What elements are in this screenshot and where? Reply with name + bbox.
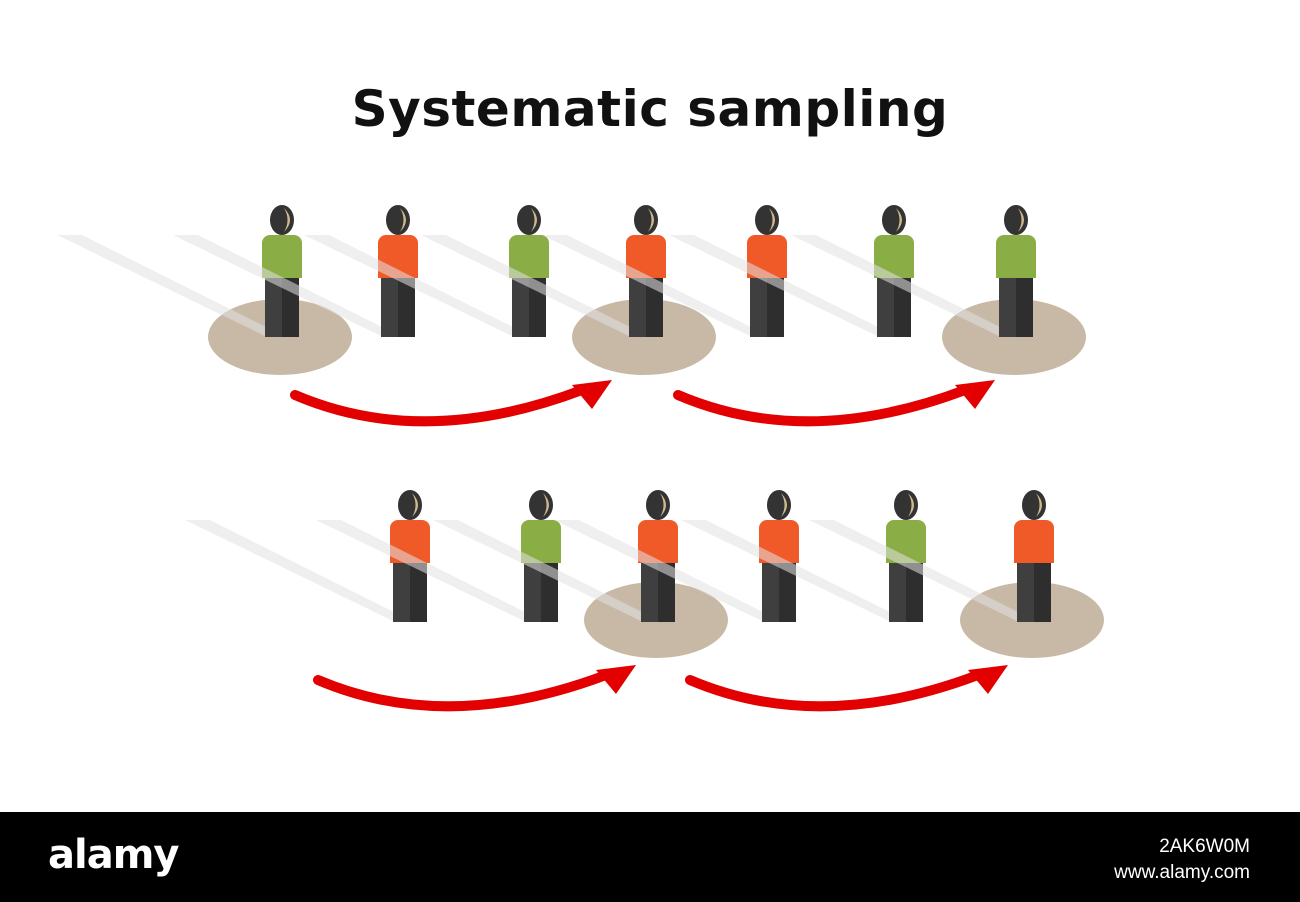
person-face [543, 493, 549, 517]
people-row-2 [185, 490, 1104, 712]
person-face [781, 493, 787, 517]
person-icon [433, 490, 678, 622]
person-legs-shade [779, 562, 796, 622]
person-head [529, 490, 553, 520]
person-head [882, 205, 906, 235]
person-icon [185, 490, 430, 622]
person-shirt-lower [1014, 535, 1054, 563]
person-face [896, 208, 902, 232]
person-shadow [681, 520, 910, 622]
person-legs-shade [658, 562, 675, 622]
person-legs-shade [906, 562, 923, 622]
arrow-curve [313, 670, 611, 712]
person-head [1022, 490, 1046, 520]
arrow-curve [290, 385, 587, 427]
person-face [284, 208, 290, 232]
person-head [270, 205, 294, 235]
person-legs-shade [1016, 277, 1033, 337]
person-legs-shade [646, 277, 663, 337]
person-legs-shade [410, 562, 427, 622]
diagram-canvas: Systematic sampling [57, 80, 1104, 712]
person-head [894, 490, 918, 520]
arrow-icon [673, 380, 995, 427]
image-id: 2AK6W0M [1159, 836, 1250, 857]
arrow-head [572, 380, 612, 409]
page-title: Systematic sampling [351, 80, 949, 138]
person-face [1036, 493, 1042, 517]
person-head [646, 490, 670, 520]
people-row-1 [57, 205, 1086, 427]
site-url: www.alamy.com [1114, 862, 1250, 883]
person-icon [809, 490, 1054, 622]
person-head [398, 490, 422, 520]
person-legs-shade [767, 277, 784, 337]
person-legs-shade [398, 277, 415, 337]
person-face [769, 208, 775, 232]
arrow-icon [290, 380, 612, 427]
arrow-curve [685, 670, 983, 712]
person-head [755, 205, 779, 235]
person-shadow [421, 235, 650, 337]
person-face [412, 493, 418, 517]
arrow-head [968, 665, 1008, 694]
person-shadow [809, 520, 1038, 622]
arrow-head [955, 380, 995, 409]
person-shirt-lower [996, 250, 1036, 278]
person-shadow [542, 235, 771, 337]
person-face [660, 493, 666, 517]
person-icon [791, 205, 1036, 337]
person-face [400, 208, 406, 232]
brand-logo: alamy [48, 832, 179, 878]
person-shadow [316, 520, 545, 622]
arrow-icon [313, 665, 636, 712]
person-legs-shade [894, 277, 911, 337]
person-face [531, 208, 537, 232]
watermark-footer: alamy 2AK6W0M www.alamy.com [0, 812, 1300, 902]
person-face [1018, 208, 1024, 232]
person-icon [57, 205, 302, 337]
person-shadow [669, 235, 898, 337]
person-head [517, 205, 541, 235]
person-shadow [185, 520, 414, 622]
person-shadow [433, 520, 662, 622]
person-head [386, 205, 410, 235]
person-icon [421, 205, 666, 337]
arrow-curve [673, 385, 970, 427]
person-head [1004, 205, 1028, 235]
arrow-icon [685, 665, 1008, 712]
person-shadow [173, 235, 402, 337]
person-shadow [554, 520, 783, 622]
person-head [767, 490, 791, 520]
person-face [648, 208, 654, 232]
person-shadow [57, 235, 286, 337]
person-shadow [791, 235, 1020, 337]
sampling-diagram [57, 205, 1104, 712]
person-face [908, 493, 914, 517]
person-icon [669, 205, 914, 337]
person-icon [542, 205, 787, 337]
arrow-head [596, 665, 636, 694]
person-legs-shade [1034, 562, 1051, 622]
person-head [634, 205, 658, 235]
person-shadow [304, 235, 533, 337]
